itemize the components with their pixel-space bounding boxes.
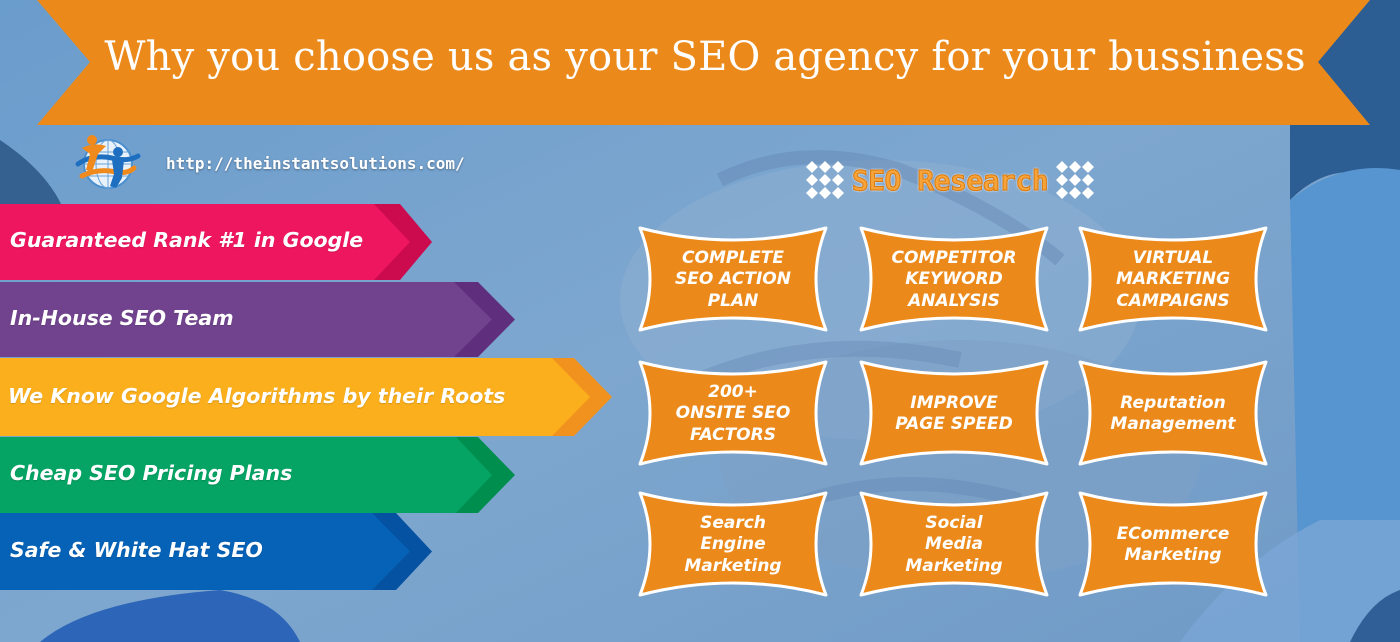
service-label: VIRTUAL MARKETING CAMPAIGNS [1115,247,1231,311]
service-label: COMPLETE SEO ACTION PLAN [675,247,791,311]
seo-research-heading: SEO Research [795,158,1105,202]
globe-people-logo-icon [75,135,141,189]
cushion-box-shape [859,360,1049,466]
service-social-media-marketing[interactable]: Social Media Marketing [857,489,1051,599]
cushion-box-shape [859,226,1049,332]
website-url-link[interactable]: http://theinstantsolutions.com/ [166,154,465,173]
arrow-shape [0,513,432,590]
cushion-box-shape [638,360,828,466]
arrow-shape [0,282,515,357]
service-ecommerce-marketing[interactable]: ECommerce Marketing [1076,489,1270,599]
page-title: Why you choose us as your SEO agency for… [104,34,1306,80]
feature-label: We Know Google Algorithms by their Roots [8,384,506,408]
service-virtual-marketing-campaigns[interactable]: VIRTUAL MARKETING CAMPAIGNS [1076,224,1270,334]
cushion-box-shape [859,491,1049,597]
service-label: IMPROVE PAGE SPEED [895,392,1013,435]
service-label: Search Engine Marketing [684,512,782,576]
cushion-box-shape [1078,491,1268,597]
feature-label: Safe & White Hat SEO [10,538,263,562]
service-label: Reputation Management [1110,392,1236,435]
service-onsite-seo-factors[interactable]: 200+ ONSITE SEO FACTORS [636,358,830,468]
service-reputation-management[interactable]: Reputation Management [1076,358,1270,468]
service-label: ECommerce Marketing [1116,523,1230,566]
service-competitor-keyword-analysis[interactable]: COMPETITOR KEYWORD ANALYSIS [857,224,1051,334]
feature-label: Cheap SEO Pricing Plans [10,461,293,485]
service-improve-page-speed[interactable]: IMPROVE PAGE SPEED [857,358,1051,468]
cushion-box-shape [1078,360,1268,466]
feature-label: Guaranteed Rank #1 in Google [10,228,364,252]
feature-arrow-in-house-team[interactable]: In-House SEO Team [0,282,520,357]
service-search-engine-marketing[interactable]: Search Engine Marketing [636,489,830,599]
service-label: COMPETITOR KEYWORD ANALYSIS [891,247,1017,311]
feature-arrow-white-hat[interactable]: Safe & White Hat SEO [0,513,440,590]
diamond-grid-icon [805,161,844,199]
section-title: SEO Research [851,163,1049,197]
feature-arrow-rank-1[interactable]: Guaranteed Rank #1 in Google [0,204,440,280]
feature-label: In-House SEO Team [10,306,234,330]
arrow-shape [0,204,432,280]
title-banner: Why you choose us as your SEO agency for… [0,0,1400,130]
diamond-grid-icon [1056,161,1095,199]
cushion-box-shape [638,491,828,597]
feature-arrow-cheap-pricing[interactable]: Cheap SEO Pricing Plans [0,437,520,513]
service-complete-seo-action-plan[interactable]: COMPLETE SEO ACTION PLAN [636,224,830,334]
ribbon-shape [37,0,1370,125]
cushion-box-shape [638,226,828,332]
arrow-shape [0,437,515,513]
arrow-shape [0,358,612,436]
feature-arrow-google-algorithms[interactable]: We Know Google Algorithms by their Roots [0,358,620,436]
service-label: 200+ ONSITE SEO FACTORS [675,381,791,445]
service-label: Social Media Marketing [905,512,1003,576]
cushion-box-shape [1078,226,1268,332]
